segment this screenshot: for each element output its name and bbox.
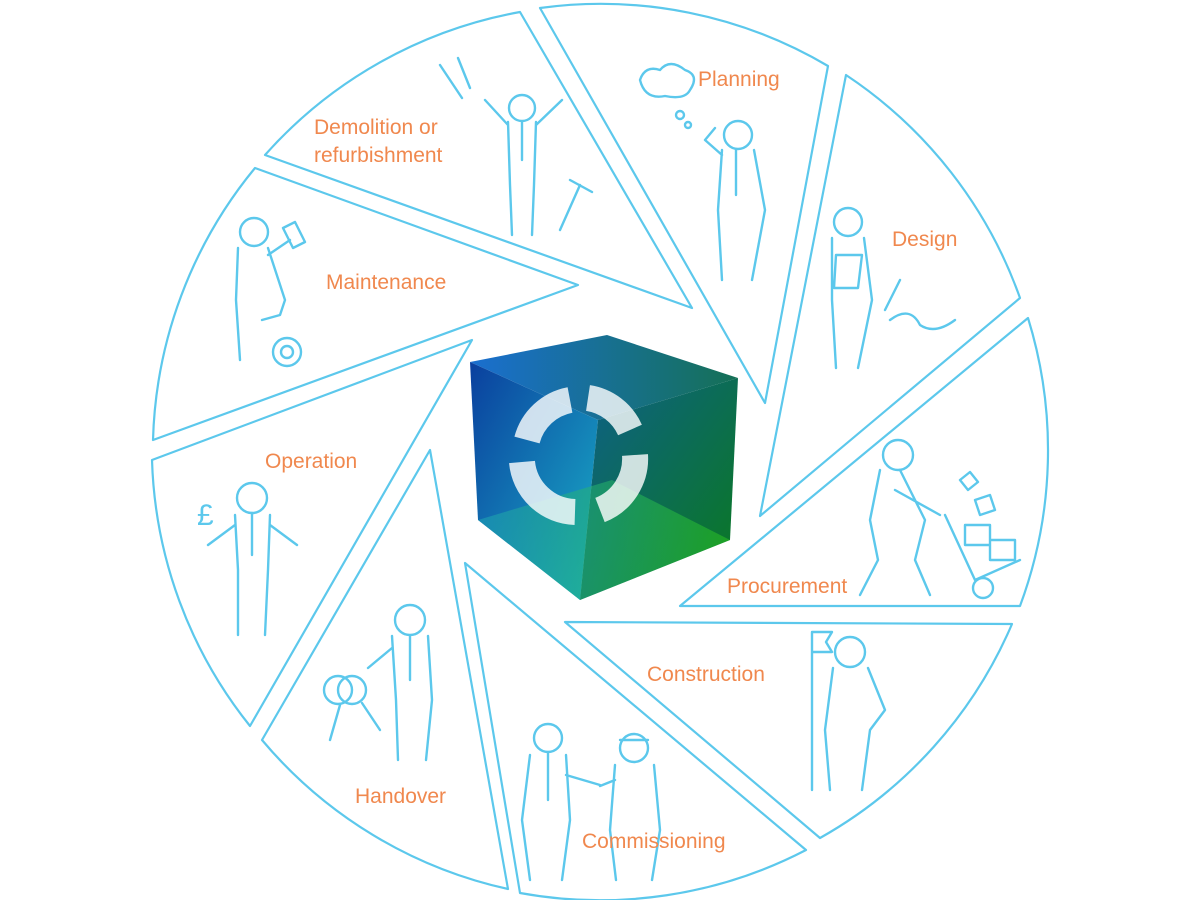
segment-construction bbox=[563, 620, 1014, 840]
planning-person-icon bbox=[638, 62, 767, 282]
design-person-icon bbox=[830, 206, 957, 370]
label-procurement: Procurement bbox=[727, 575, 847, 598]
label-planning: Planning bbox=[698, 68, 780, 91]
label-design: Design bbox=[892, 228, 957, 251]
segment-procurement bbox=[678, 316, 1050, 608]
procurement-person-icon bbox=[858, 438, 1022, 600]
segment-maintenance bbox=[151, 166, 580, 442]
label-demolition-line1: Demolition or bbox=[314, 116, 438, 139]
segment-demolition bbox=[263, 10, 694, 310]
operation-person-icon bbox=[206, 481, 299, 637]
segment-design bbox=[758, 73, 1022, 518]
segment-operation bbox=[150, 338, 474, 728]
label-demolition-line2: refurbishment bbox=[314, 144, 443, 167]
ring-logo-icon bbox=[509, 385, 649, 525]
segment-handover bbox=[260, 448, 510, 891]
label-commissioning: Commissioning bbox=[582, 830, 726, 853]
label-construction: Construction bbox=[647, 663, 765, 686]
construction-person-icon bbox=[810, 630, 887, 792]
maintenance-person-icon bbox=[234, 216, 307, 368]
segment-planning bbox=[538, 2, 830, 405]
segment-commissioning bbox=[463, 561, 808, 900]
pound-currency-icon: £ bbox=[197, 499, 214, 532]
label-maintenance: Maintenance bbox=[326, 271, 446, 294]
handover-person-icon bbox=[322, 603, 434, 762]
demolition-person-icon bbox=[438, 56, 594, 237]
commissioning-people-icon bbox=[520, 722, 662, 882]
label-handover: Handover bbox=[355, 785, 446, 808]
label-operation: Operation bbox=[265, 450, 357, 473]
central-cube-logo bbox=[470, 335, 738, 600]
